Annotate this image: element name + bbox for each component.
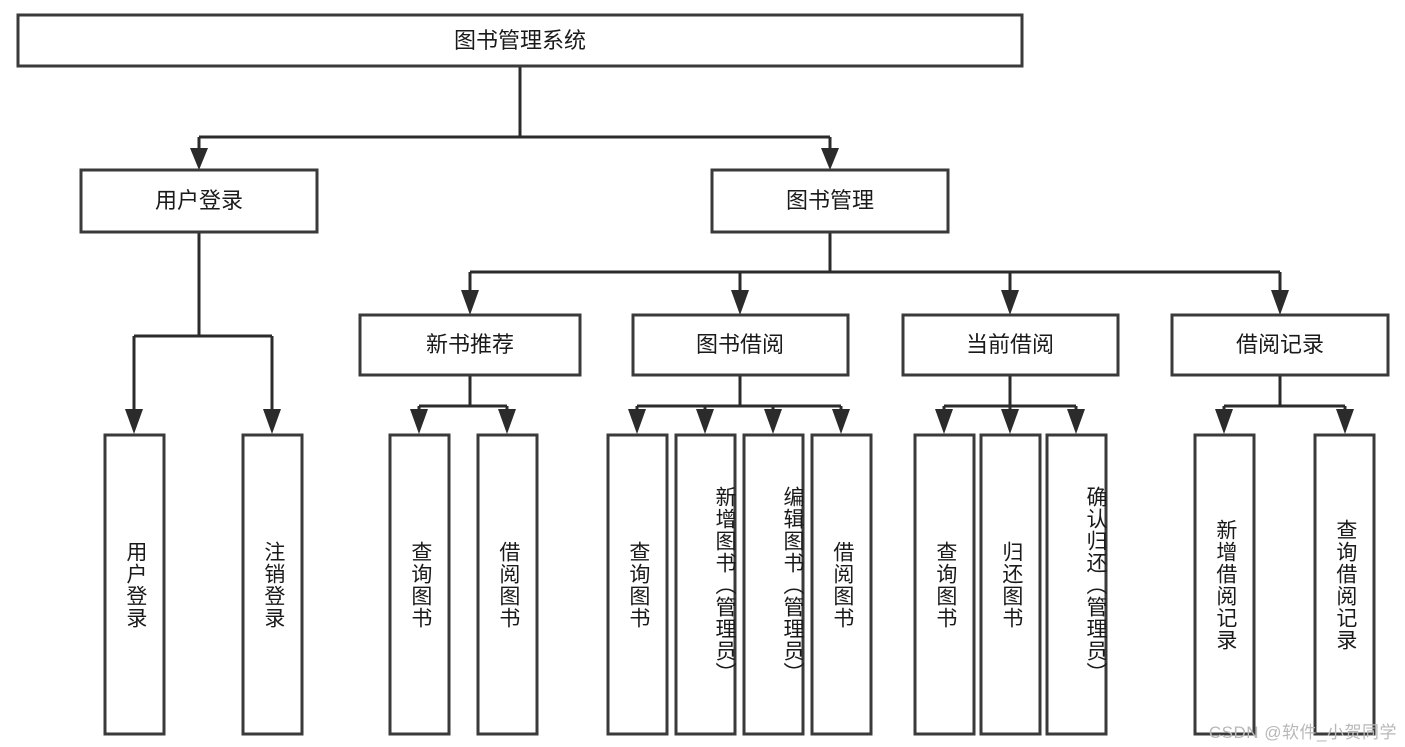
- node-new-book-recommend-label: 新书推荐: [426, 332, 514, 357]
- node-root[interactable]: [16, 13, 1024, 68]
- arrow-new-book-leaf-1: [410, 409, 428, 434]
- arrow-book-borrow-leaf-2: [696, 409, 714, 434]
- arrow-to-new-book: [461, 290, 479, 315]
- leaf-box-book-borrow-3[interactable]: [742, 433, 805, 736]
- arrow-current-borrow-leaf-3: [1067, 409, 1085, 434]
- node-group: 图书管理系统 用户登录 图书管理 新书推荐 图书借阅 当前借阅 借阅记录: [16, 13, 1390, 736]
- leaf-box-book-borrow-2[interactable]: [674, 433, 737, 736]
- leaf-box-new-book-2[interactable]: [476, 433, 539, 736]
- arrow-borrow-record-leaf-1: [1215, 409, 1233, 434]
- node-book-borrow-label: 图书借阅: [696, 332, 784, 357]
- csdn-watermark: CSDN @软件_小贺同学: [1208, 723, 1397, 742]
- node-borrow-record-label: 借阅记录: [1236, 332, 1324, 357]
- leaf-box-current-borrow-2[interactable]: [979, 433, 1042, 736]
- node-current-borrow[interactable]: [901, 313, 1120, 377]
- arrow-book-borrow-leaf-3: [764, 409, 782, 434]
- leaf-box-user-login-1[interactable]: [103, 433, 166, 736]
- arrow-to-book-borrow: [731, 290, 749, 315]
- arrow-user-login-leaf-1: [125, 409, 143, 434]
- node-root-label: 图书管理系统: [454, 28, 586, 53]
- node-current-borrow-label: 当前借阅: [966, 332, 1054, 357]
- arrow-to-borrow-record: [1271, 290, 1289, 315]
- leaf-box-borrow-record-1[interactable]: [1193, 433, 1256, 736]
- arrow-new-book-leaf-2: [498, 409, 516, 434]
- arrow-to-book-mgmt: [821, 148, 839, 170]
- node-book-borrow[interactable]: [631, 313, 850, 377]
- leaf-box-new-book-1[interactable]: [388, 433, 451, 736]
- node-book-management[interactable]: [710, 168, 950, 234]
- node-user-login-label: 用户登录: [155, 188, 243, 213]
- leaf-box-user-login-2[interactable]: [241, 433, 304, 736]
- arrow-current-borrow-leaf-2: [1001, 409, 1019, 434]
- arrow-book-borrow-leaf-4: [832, 409, 850, 434]
- arrow-book-borrow-leaf-1: [628, 409, 646, 434]
- node-book-management-label: 图书管理: [786, 188, 874, 213]
- node-borrow-record[interactable]: [1170, 313, 1390, 377]
- leaf-box-current-borrow-3[interactable]: [1045, 433, 1108, 736]
- leaf-box-borrow-record-2[interactable]: [1313, 433, 1376, 736]
- node-user-login[interactable]: [79, 168, 319, 234]
- arrow-borrow-record-leaf-2: [1336, 409, 1354, 434]
- arrow-to-current-borrow: [1001, 290, 1019, 315]
- node-new-book-recommend[interactable]: [358, 313, 582, 377]
- arrow-to-user-login: [190, 148, 208, 170]
- leaf-box-book-borrow-4[interactable]: [810, 433, 873, 736]
- leaf-box-book-borrow-1[interactable]: [606, 433, 669, 736]
- connector-group: [125, 67, 1354, 434]
- leaf-box-current-borrow-1[interactable]: [913, 433, 976, 736]
- arrow-current-borrow-leaf-1: [935, 409, 953, 434]
- arrow-user-login-leaf-2: [263, 409, 281, 434]
